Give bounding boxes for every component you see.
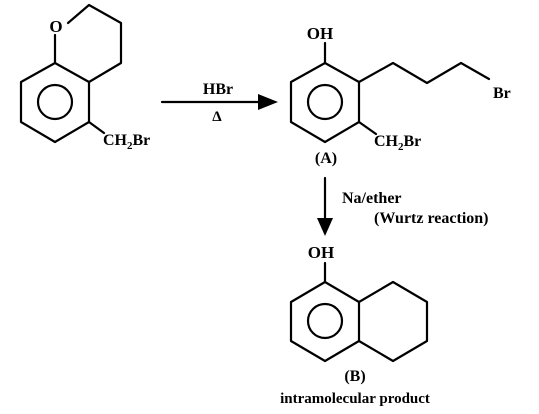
step2-reagent: Na/ether bbox=[342, 190, 402, 207]
product-aromatic-circle bbox=[306, 302, 344, 340]
product-hydroxyl: OH bbox=[308, 243, 334, 262]
reactant-ch2br-label: CH2Br bbox=[103, 132, 150, 152]
product-molecule: OH (B) intramolecular product bbox=[280, 243, 430, 407]
step1-reagent: HBr bbox=[203, 81, 233, 98]
product-benzene-ring bbox=[289, 280, 361, 363]
intermediate-hydroxyl: OH bbox=[307, 24, 333, 43]
product-caption: intramolecular product bbox=[280, 391, 430, 407]
intermediate-ch2br-label: CH2Br bbox=[374, 133, 421, 153]
step1-condition: Δ bbox=[212, 109, 222, 125]
intermediate-propyl-chain bbox=[357, 61, 491, 85]
reactant-ch2br-bond bbox=[87, 120, 106, 135]
reactant-benzene-ring bbox=[19, 61, 91, 144]
step1-arrow: HBr Δ bbox=[160, 81, 278, 125]
product-cyclohexane-ring bbox=[357, 280, 429, 363]
step2-arrow: Na/ether (Wurtz reaction) bbox=[317, 176, 488, 236]
arrow-head bbox=[258, 94, 278, 110]
reactant-ring-oxygen: O bbox=[49, 17, 62, 36]
intermediate-molecule: OH Br CH2Br (A) bbox=[289, 24, 511, 167]
step2-reaction-name: (Wurtz reaction) bbox=[374, 210, 488, 227]
arrow-head bbox=[317, 218, 333, 236]
reactant-molecule: O CH2Br bbox=[19, 3, 150, 152]
intermediate-benzene-ring bbox=[289, 61, 361, 144]
intermediate-ch2br-bond bbox=[357, 120, 378, 136]
reactant-aromatic-circle bbox=[36, 83, 74, 121]
intermediate-aromatic-circle bbox=[306, 83, 344, 121]
product-label: (B) bbox=[344, 368, 365, 385]
intermediate-label: (A) bbox=[315, 150, 337, 167]
intermediate-chain-bromine: Br bbox=[493, 85, 511, 102]
